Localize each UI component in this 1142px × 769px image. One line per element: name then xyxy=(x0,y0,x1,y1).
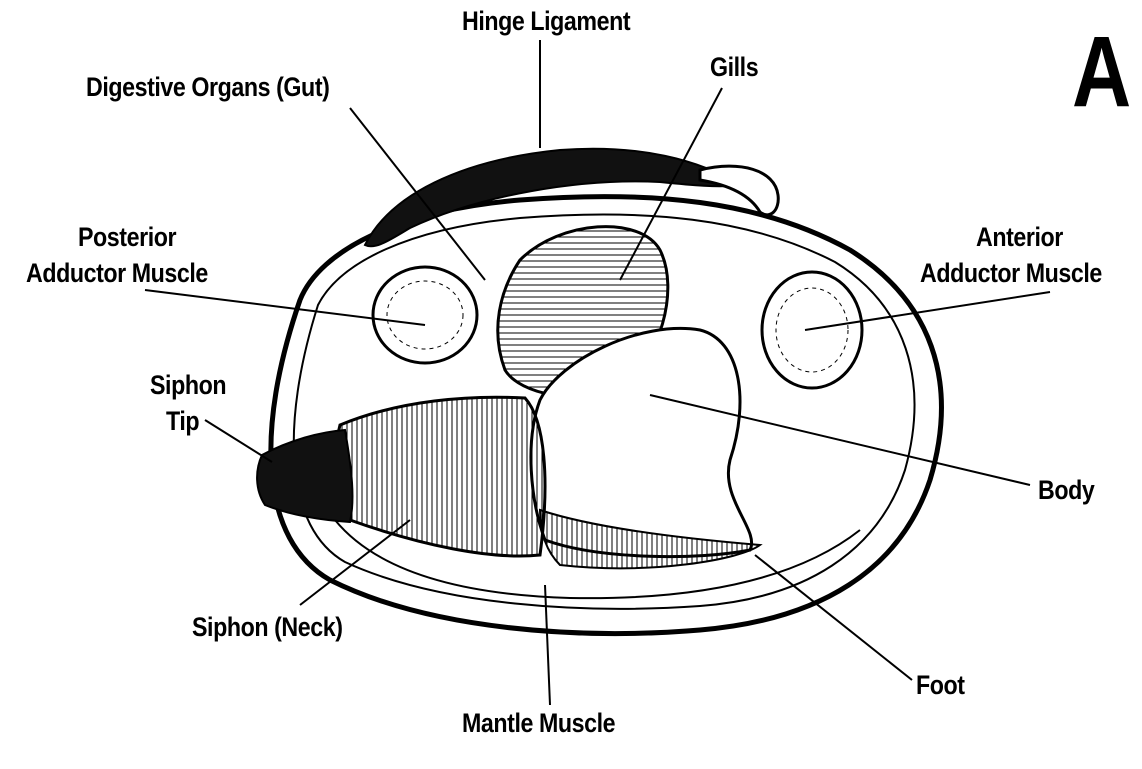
label-posterior-adductor-line1: Posterior xyxy=(78,222,176,252)
label-siphon-tip-line1: Siphon xyxy=(150,370,226,400)
leader-siphon-tip xyxy=(205,420,272,462)
label-anterior-adductor-line1: Anterior xyxy=(976,222,1063,252)
label-hinge-ligament: Hinge Ligament xyxy=(462,6,630,36)
label-posterior-adductor-line2: Adductor Muscle xyxy=(26,258,208,288)
label-siphon-neck: Siphon (Neck) xyxy=(192,612,343,642)
label-digestive-organs: Digestive Organs (Gut) xyxy=(86,72,329,102)
label-body: Body xyxy=(1038,475,1094,505)
anterior-adductor-shape xyxy=(762,272,862,388)
panel-letter: A xyxy=(1072,22,1131,122)
label-foot: Foot xyxy=(916,670,965,700)
label-mantle-muscle: Mantle Muscle xyxy=(462,708,615,738)
label-gills: Gills xyxy=(710,52,758,82)
label-anterior-adductor-line2: Adductor Muscle xyxy=(920,258,1102,288)
label-siphon-tip-line2: Tip xyxy=(166,406,199,436)
